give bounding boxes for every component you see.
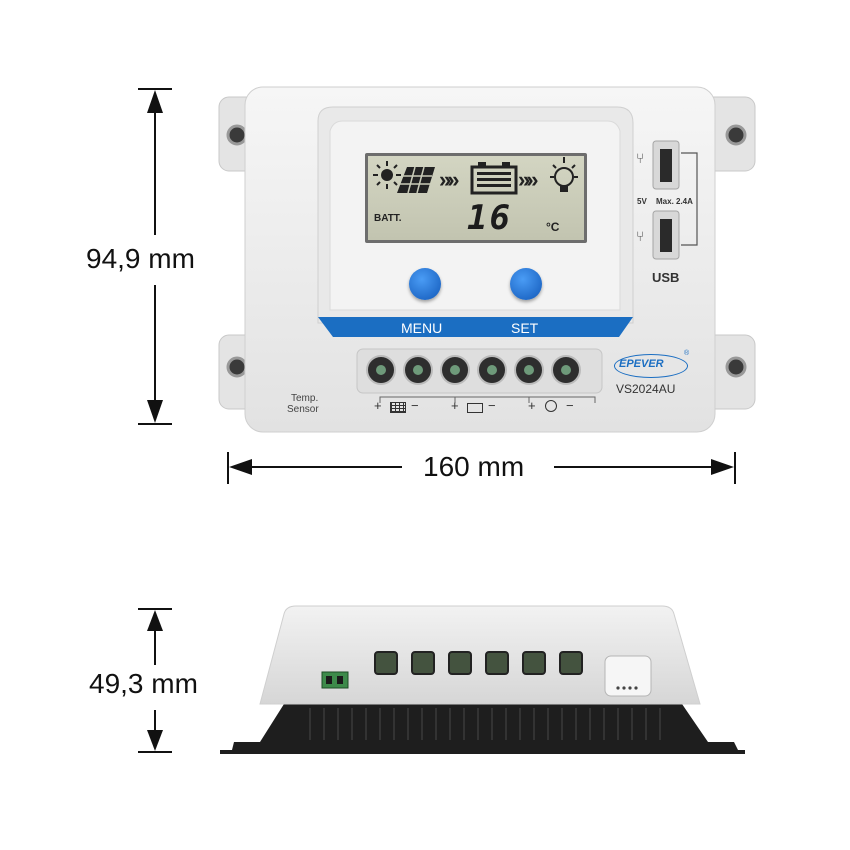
solar-panel-icon: [397, 166, 435, 194]
height-dimension-arrow: [138, 88, 172, 425]
lcd-temperature-value: 16: [467, 198, 512, 238]
sun-icon: [373, 161, 401, 189]
height-dimension-label: 94,9 mm: [86, 243, 195, 274]
registered-mark: ®: [684, 350, 690, 357]
brand-logo: EPEVER: [619, 358, 664, 370]
controller-side-view: [220, 605, 745, 754]
usb-icon: ⑂: [636, 150, 645, 166]
chevrons-icon: »»: [439, 167, 460, 192]
lcd-batt-label: BATT.: [374, 213, 402, 224]
battery-icon: [470, 162, 518, 195]
battery-icon-small: [467, 403, 483, 413]
set-button[interactable]: [510, 268, 542, 300]
chevrons-icon-2: »»: [518, 167, 539, 192]
menu-label: MENU: [401, 320, 443, 336]
terminal-minus-3: −: [566, 398, 574, 413]
brand-logo-swoosh: [614, 354, 688, 378]
side-height-dimension-label: 49,3 mm: [89, 668, 198, 699]
terminal-plus-2: +: [451, 398, 459, 413]
temp-sensor-label-line2: Sensor: [287, 404, 319, 415]
usb-spec-current: Max. 2.4A: [656, 197, 693, 206]
side-height-dimension-arrow: [138, 608, 172, 753]
set-label: SET: [511, 320, 539, 336]
model-label: VS2024AU: [616, 382, 676, 396]
usb-spec-voltage: 5V: [637, 197, 647, 206]
solar-panel-icon-small: [390, 402, 406, 413]
controller-front-view: [218, 86, 756, 433]
usb-label: USB: [652, 270, 680, 285]
terminal-plus-3: +: [528, 398, 536, 413]
lightbulb-icon-small: [545, 400, 557, 412]
menu-button[interactable]: [409, 268, 441, 300]
terminal-minus-2: −: [488, 398, 496, 413]
usb-icon-2: ⑂: [636, 228, 645, 244]
terminal-plus-1: +: [374, 398, 382, 413]
terminal-minus-1: −: [411, 398, 419, 413]
width-dimension-arrow: [227, 452, 736, 484]
width-dimension-label: 160 mm: [423, 451, 525, 482]
lightbulb-icon: [550, 157, 578, 192]
temp-sensor-label-line1: Temp.: [291, 393, 319, 404]
lcd-temperature-unit: °C: [546, 220, 560, 234]
